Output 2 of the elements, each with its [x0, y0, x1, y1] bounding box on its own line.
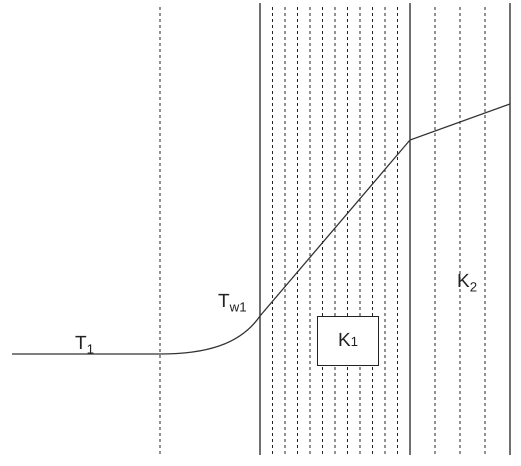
temperature-label: T$_{w1}$ — [218, 292, 247, 314]
temperature-label: T$_{1}$ — [75, 334, 94, 356]
